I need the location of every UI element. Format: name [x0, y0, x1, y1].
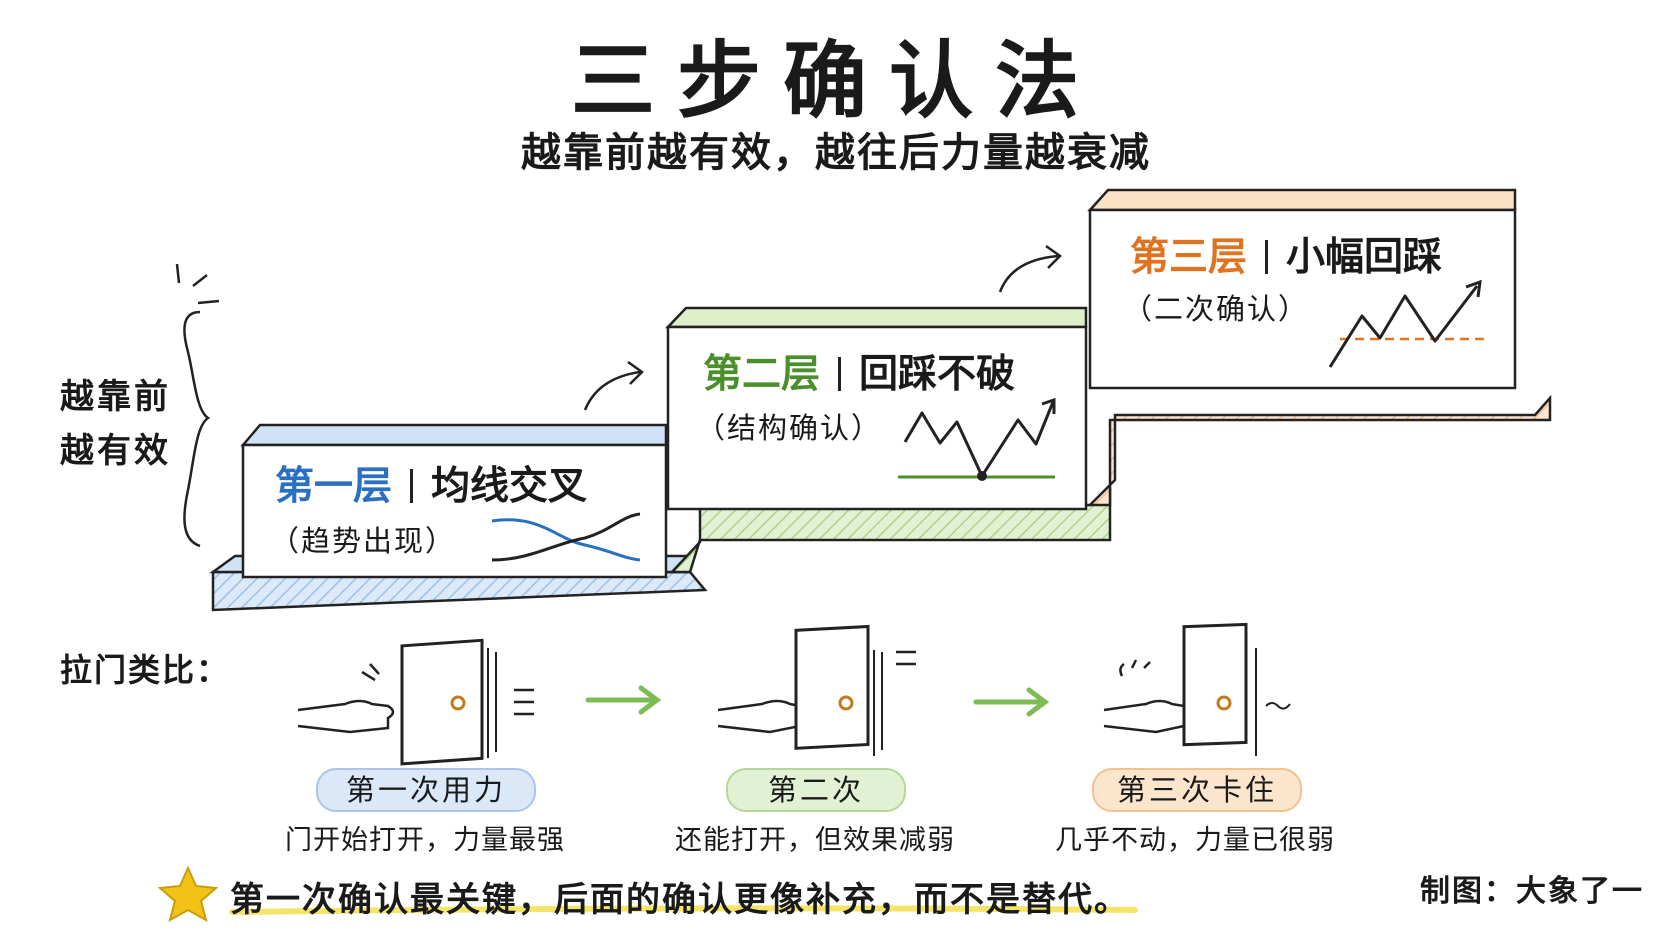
analogy-pill-3: 第三次卡住	[1092, 768, 1302, 812]
level-3-heading: 第三层小幅回踩	[1130, 226, 1442, 282]
separator-bar	[838, 357, 842, 391]
door-scene-3	[1103, 622, 1291, 756]
pullback-support-icon	[898, 397, 1056, 481]
level-2-heading: 第二层回踩不破	[703, 343, 1015, 399]
side-note: 越靠前 越有效	[60, 370, 171, 478]
level-3-note: （二次确认）	[1123, 292, 1310, 326]
green-arrow-1-icon	[585, 685, 662, 715]
takeaway-highlight	[229, 905, 1138, 915]
level-3-name: 小幅回踩	[1286, 235, 1443, 280]
level-3-block	[1087, 188, 1517, 390]
level-2-block	[665, 306, 1088, 511]
analogy-desc-3: 几乎不动，力量已很弱	[1055, 825, 1335, 856]
ma-crossover-icon	[491, 512, 641, 562]
side-note-line-2: 越有效	[60, 431, 171, 471]
step-arrow-2-icon	[998, 254, 1059, 293]
level-2-name: 回踩不破	[859, 352, 1016, 397]
level-3-title: 第三层	[1130, 235, 1248, 280]
emphasis-burst-icon	[175, 263, 220, 305]
separator-bar	[410, 469, 414, 503]
separator-bar	[1265, 240, 1269, 274]
step-arrow-1-icon	[583, 370, 641, 411]
side-note-line-1: 越靠前	[60, 377, 171, 417]
door-scene-2	[717, 624, 916, 756]
level-1-heading: 第一层均线交叉	[275, 455, 587, 511]
level-1-title: 第一层	[275, 464, 393, 509]
analogy-pill-2: 第二次	[726, 768, 906, 812]
retest-icon	[1328, 279, 1490, 368]
analogy-label: 拉门类比：	[60, 651, 231, 689]
analogy-pill-1: 第一次用力	[316, 768, 536, 812]
level-1-note: （趋势出现）	[270, 524, 457, 558]
level-1-block	[240, 423, 668, 579]
level-1-name: 均线交叉	[431, 464, 588, 509]
credit-text: 制图：大象了一	[1420, 874, 1644, 909]
page-title: 三步确认法	[570, 32, 1101, 130]
star-icon	[157, 865, 219, 923]
brace-icon	[183, 310, 211, 548]
level-2-note: （结构确认）	[696, 411, 883, 445]
step-floor-3	[1086, 394, 1552, 507]
page-subtitle: 越靠前越有效，越往后力量越衰减	[521, 130, 1151, 176]
door-scene-1	[297, 638, 534, 766]
takeaway-text: 第一次确认最关键，后面的确认更像补充，而不是替代。	[230, 880, 1130, 920]
analogy-desc-2: 还能打开，但效果减弱	[675, 825, 955, 856]
analogy-desc-1: 门开始打开，力量最强	[285, 825, 565, 856]
green-arrow-2-icon	[973, 687, 1050, 717]
level-2-title: 第二层	[703, 352, 821, 397]
